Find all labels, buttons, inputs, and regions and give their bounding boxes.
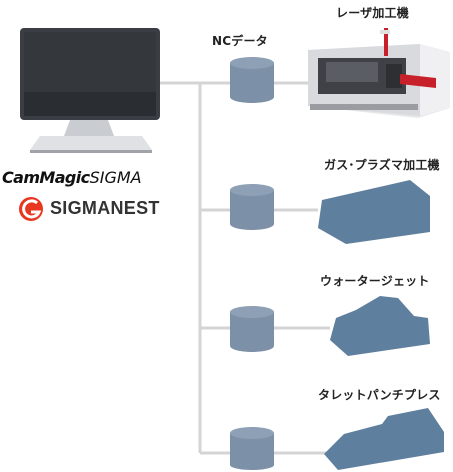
cammagic-sigma-logo: CamMagicSIGMA — [2, 168, 142, 187]
cammagic-text: CamMagic — [2, 168, 90, 187]
machine-label-waterjet: ウォータージェット — [320, 274, 430, 288]
punch-press-icon — [324, 408, 444, 470]
connection-lines — [155, 81, 330, 455]
nc-data-label: NCデータ — [212, 34, 268, 48]
sigma-text: SIGMA — [89, 168, 142, 187]
nc-data-cylinder-1 — [230, 57, 274, 103]
laser-machine-icon — [308, 28, 450, 118]
waterjet-machine-icon — [330, 296, 430, 356]
nc-data-cylinder-2 — [230, 184, 274, 230]
machine-label-plasma: ガス･プラズマ加工機 — [324, 158, 440, 172]
machine-label-laser: レーザ加工機 — [336, 6, 409, 20]
computer-monitor-icon — [20, 28, 160, 153]
plasma-machine-icon — [318, 180, 430, 244]
nc-data-cylinder-3 — [230, 306, 274, 352]
machine-label-punch: タレットパンチプレス — [318, 388, 441, 402]
nc-data-cylinder-4 — [230, 427, 274, 470]
sigmanest-logo-icon — [19, 197, 43, 221]
sigmanest-logo-text: SIGMANEST — [50, 198, 160, 218]
